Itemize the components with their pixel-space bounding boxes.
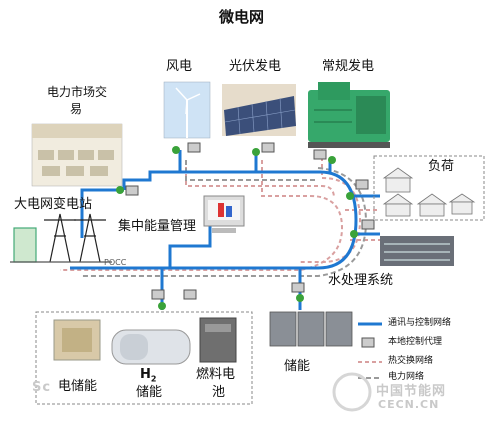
label-solar: 光伏发电: [229, 59, 282, 74]
substation-image: [10, 213, 112, 263]
watermark-logo: [332, 372, 372, 412]
energy-management-computer: [203, 195, 245, 233]
watermark-right-2: CECN.CN: [378, 398, 440, 411]
legend-graphics: [358, 322, 382, 379]
agent-water: [291, 282, 305, 302]
label-battery: 电储能: [58, 379, 98, 394]
storage-image: [269, 311, 353, 347]
h2-tank-image: [111, 329, 191, 365]
label-water-treatment: 水处理系统: [328, 273, 394, 288]
agent-load-1: [346, 179, 369, 200]
agent-solar: [252, 142, 275, 156]
agent-generator: [313, 149, 336, 164]
label-conventional: 常规发电: [322, 59, 375, 74]
legend-heat: 热交换网络: [388, 356, 434, 366]
label-h2: H2: [140, 367, 157, 384]
agent-load-2: [350, 219, 375, 238]
water-treatment-image: [380, 236, 454, 266]
label-market-1: 电力市场交: [47, 85, 108, 99]
label-fuel-cell-1: 燃料电: [196, 367, 236, 382]
label-h2-storage: 储能: [136, 385, 163, 400]
legend-comm: 通讯与控制网络: [388, 318, 452, 328]
label-load: 负荷: [428, 159, 455, 174]
solar-panel-image: [222, 84, 296, 136]
label-energy-management: 集中能量管理: [118, 219, 197, 234]
label-grid-substation: 大电网变电站: [14, 197, 93, 212]
agent-storage-bottom: [151, 289, 166, 310]
agent-market: [116, 185, 139, 196]
agent-wind: [172, 142, 201, 154]
legend-grid: 电力网络: [388, 372, 425, 382]
legend-agent: 本地控制代理: [388, 337, 443, 347]
watermark-right-1: 中国节能网: [376, 384, 447, 399]
battery-image: [53, 319, 101, 361]
wind-turbine-image: [163, 81, 211, 139]
watermark-left: Sc: [32, 380, 52, 395]
control-agents: [116, 142, 375, 310]
fuel-cell-image: [199, 317, 237, 363]
bottom-group-box: [35, 311, 253, 405]
load-group: [373, 155, 485, 221]
label-pocc: POCC: [104, 258, 127, 267]
market-hall-image: [31, 123, 123, 187]
generator-image: [308, 82, 390, 148]
label-wind: 风电: [166, 59, 193, 74]
agent-grid: [183, 289, 197, 300]
label-storage: 储能: [284, 359, 311, 374]
heat-exchange-network: [60, 150, 380, 271]
label-market-2: 易: [70, 102, 83, 116]
label-fuel-cell-2: 池: [212, 385, 226, 400]
diagram-title: 微电网: [219, 8, 265, 26]
